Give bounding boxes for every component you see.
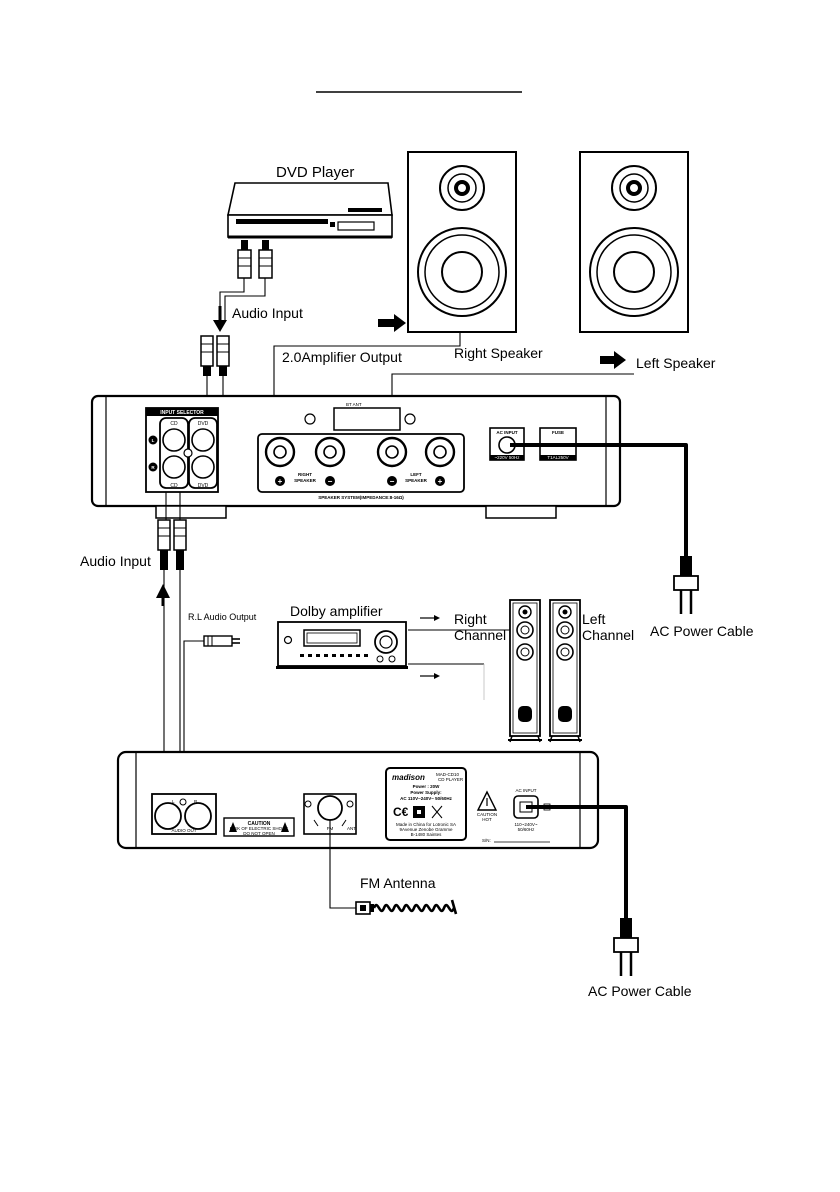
recv-ac-plug <box>613 918 639 976</box>
caution-hot-1: CAUTION <box>477 812 497 817</box>
right-plus-mark: + <box>278 477 283 486</box>
brand-label: madison <box>392 773 425 782</box>
right-speaker-term-2: SPEAKER <box>294 478 317 483</box>
dvd-top-label: DVD <box>198 421 209 427</box>
caution-hot-2: HOT <box>482 817 492 822</box>
left-bookshelf-speaker <box>579 151 689 333</box>
cd-bottom-label: CD <box>170 483 178 489</box>
right-channel-label-2: Channel <box>454 627 506 643</box>
speaker-system-label: SPEAKER SYSTEM(IMPEDANCE:8-16Ω) <box>318 495 404 500</box>
right-tower-speaker <box>508 599 542 743</box>
dvd-rca-plugs <box>219 240 273 320</box>
audio-input-arrow-mid <box>156 584 170 606</box>
power-label: Power : 20W <box>413 784 441 789</box>
left-tower-speaker <box>548 599 582 743</box>
left-plus-mark: + <box>438 477 443 486</box>
audio-input-top-label: Audio Input <box>232 305 303 321</box>
model-label: MAD-CD10 <box>436 772 460 777</box>
serial-label: S/N: <box>482 838 491 843</box>
power-rating-label: AC 110V~240V~ 50/60Hz <box>400 796 453 801</box>
recv-ac-input-label: AC INPUT <box>515 788 536 793</box>
left-channel-label-2: Channel <box>582 627 634 643</box>
dolby-channel-lines <box>408 615 512 700</box>
amp-ac-power-cable <box>510 443 688 556</box>
audio-out-label: AUDIO OUT <box>171 828 196 833</box>
audio-out-l: L <box>172 799 175 804</box>
amp-ac-plug <box>673 556 699 614</box>
receiver-rear-panel: L R AUDIO OUT CAUTION RISK OF ELECTRIC S… <box>116 750 600 850</box>
audio-out-r: R <box>194 799 198 804</box>
power-supply-label: Power Supply: <box>410 790 442 795</box>
amp-input-rca-plugs <box>200 335 230 420</box>
made-in-label: Made in China for Lotronic SA <box>396 822 456 827</box>
recv-ac-rating-2: 50/60Hz <box>518 827 536 832</box>
rl-audio-output-label: R.L Audio Output <box>188 612 257 622</box>
model-sub-label: CD PLAYER <box>438 777 464 782</box>
caution-sub1: RISK OF ELECTRIC SHOCK <box>230 826 289 831</box>
audio-input-arrow-top <box>213 306 227 332</box>
dolby-amplifier <box>276 621 408 669</box>
amplifier-rear-panel: INPUT SELECTOR CD DVD CD DVD L R BT ANT … <box>90 394 622 519</box>
left-channel-mark: L <box>152 438 155 443</box>
ce-mark: C€ <box>393 805 409 819</box>
ac-power-cable-bottom-label: AC Power Cable <box>588 983 692 999</box>
caution-label: CAUTION <box>248 821 271 827</box>
left-speaker-arrow <box>600 351 626 369</box>
right-speaker-arrow <box>378 314 406 332</box>
dolby-amplifier-label: Dolby amplifier <box>290 603 383 619</box>
left-channel-label-1: Left <box>582 611 605 627</box>
recv-ac-power-cable <box>526 805 628 918</box>
right-channel-label-1: Right <box>454 611 487 627</box>
cd-top-label: CD <box>170 421 178 427</box>
fuse-rating-label: T1AL250V <box>547 455 568 460</box>
left-speaker-term-1: LEFT <box>410 472 421 477</box>
fm-antenna <box>355 899 458 915</box>
right-bookshelf-speaker <box>407 151 517 333</box>
left-speaker-label: Left Speaker <box>636 355 716 371</box>
right-speaker-label: Right Speaker <box>454 345 543 361</box>
right-minus-mark: − <box>328 477 333 486</box>
fm-antenna-wire <box>329 820 356 909</box>
right-channel-mark: R <box>151 465 155 470</box>
address2-label: B-1480 Saintes <box>411 832 443 837</box>
dvd-player-label: DVD Player <box>276 164 354 181</box>
amp-ac-rating-label: ~220V 50Hz <box>495 455 521 460</box>
address1-label: 9Avenue Zenobe Gramme <box>400 827 453 832</box>
mid-rca-plugs <box>157 492 187 790</box>
bt-ant-label: BT ANT <box>346 402 362 407</box>
amp-output-label: 2.0Amplifier Output <box>282 349 402 365</box>
caution-sub2: DO NOT OPEN <box>243 831 274 836</box>
dvd-bottom-label: DVD <box>198 483 209 489</box>
dvd-player <box>227 182 393 239</box>
input-selector-label: INPUT SELECTOR <box>160 410 204 416</box>
left-speaker-term-2: SPEAKER <box>405 478 428 483</box>
amp-ac-input-label: AC INPUT <box>496 430 518 435</box>
ac-power-cable-top-label: AC Power Cable <box>650 623 754 639</box>
audio-input-mid-label: Audio Input <box>80 553 151 569</box>
recv-ac-rating-1: 110~240V~ <box>515 822 538 827</box>
right-speaker-term-1: RIGHT <box>298 472 312 477</box>
ant-label: ANT <box>347 826 356 831</box>
left-minus-mark: − <box>390 477 395 486</box>
fm-antenna-label: FM Antenna <box>360 875 436 891</box>
rl-audio-output-plug <box>183 635 240 790</box>
fuse-label: FUSE <box>552 430 564 435</box>
